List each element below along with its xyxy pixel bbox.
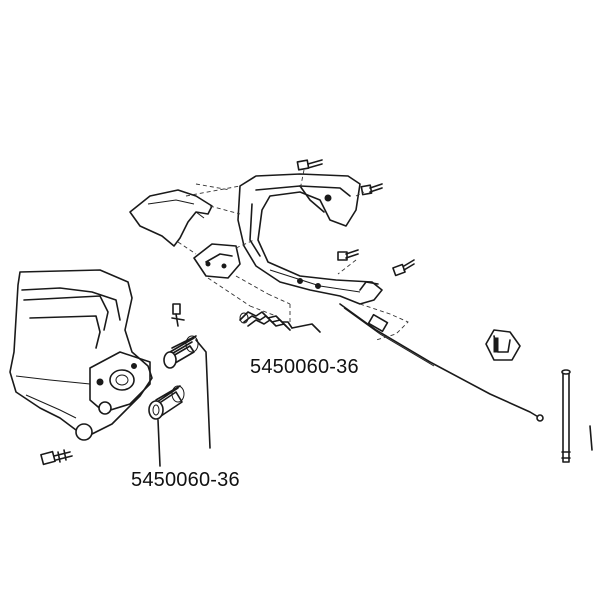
bolt-middle [337,249,359,261]
throttle-cable [339,303,544,422]
bolt-top [296,159,323,171]
assembly-guides [177,169,409,341]
anti-vibration-block [193,243,241,279]
spring-part-number-upper: 5450060-36 [250,356,359,378]
handle-housing [9,269,153,441]
spring-upper-left [163,335,211,449]
screw-bottom-left [40,449,73,466]
screw-small [171,303,185,327]
bolt-right-top [360,183,383,196]
bracket-plate [129,189,213,247]
spring-lower-left [148,385,185,467]
spring-center [239,311,321,333]
guide-rod [561,369,593,463]
front-handle-frame [237,173,383,305]
rubber-bushing [485,329,521,361]
bolt-right [392,259,415,277]
spring-part-number-lower: 5450060-36 [131,469,240,491]
